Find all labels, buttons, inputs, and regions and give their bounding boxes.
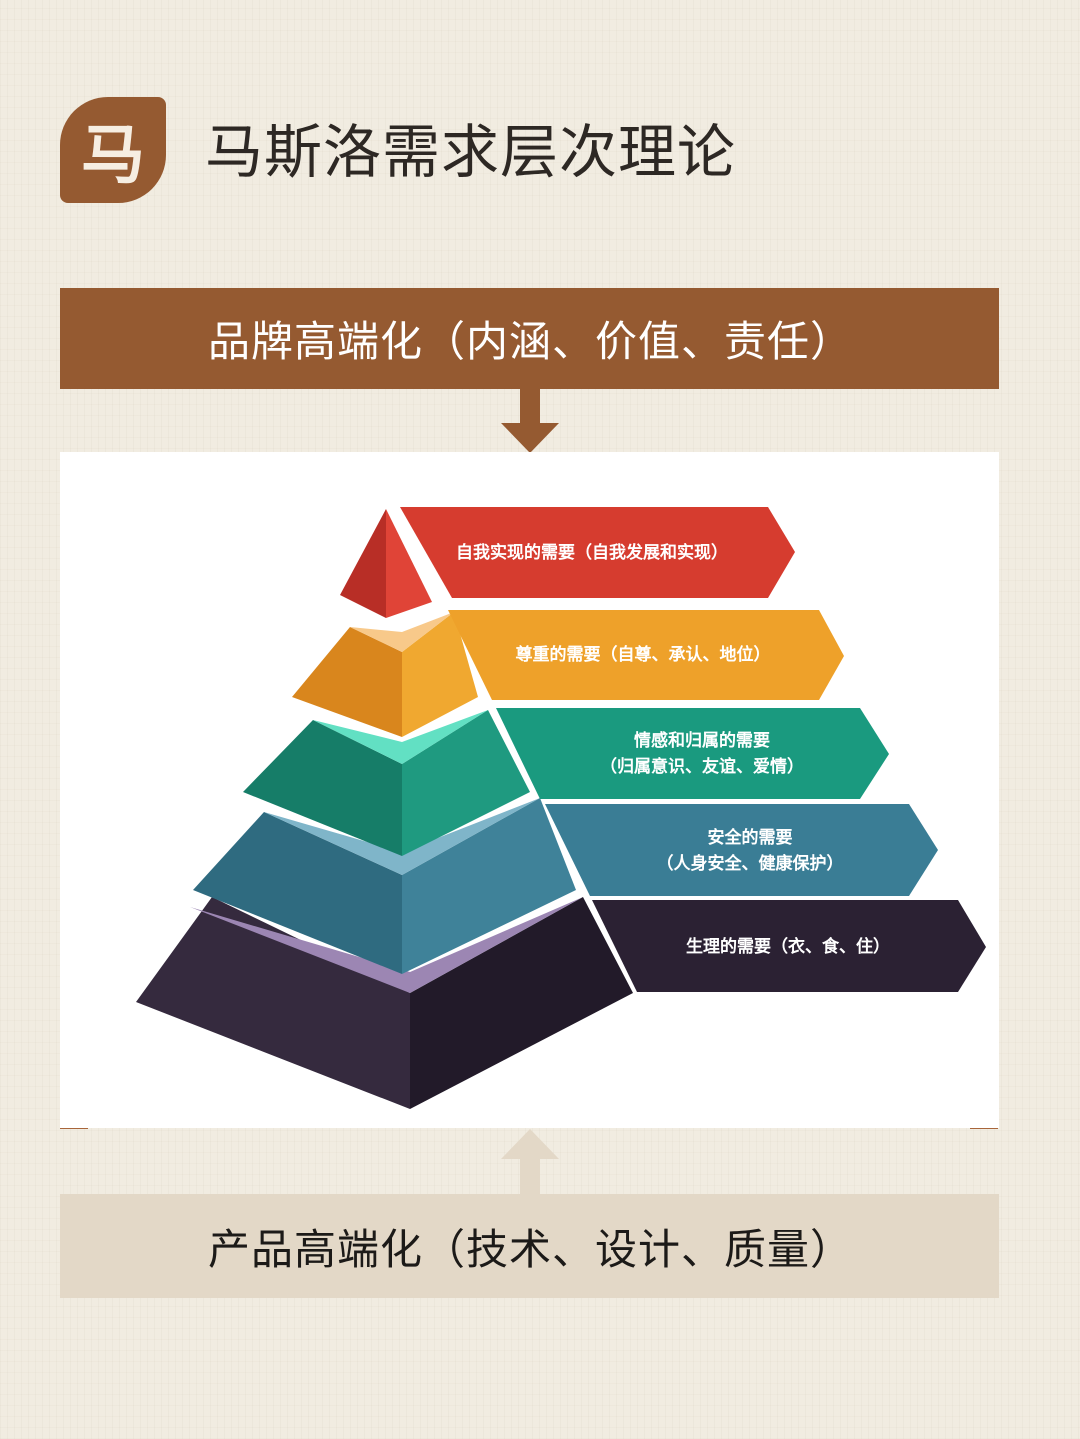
- label-safety-line1: 安全的需要: [708, 827, 793, 848]
- product-premium-text: 产品高端化（技术、设计、质量）: [208, 1224, 854, 1274]
- pyramid-level-safety: [193, 798, 576, 974]
- title-badge: 马: [60, 97, 166, 203]
- pyramid-label-arrows: [400, 507, 986, 992]
- label-esteem: 尊重的需要（自尊、承认、地位）: [516, 644, 771, 665]
- pyramid-level-self-actualization: [340, 509, 432, 618]
- label-safety-line2: （人身安全、健康保护）: [657, 853, 844, 874]
- page-title: 马斯洛需求层次理论: [205, 118, 737, 186]
- maslow-pyramid: 自我实现的需要（自我发展和实现） 尊重的需要（自尊、承认、地位） 情感和归属的需…: [136, 507, 986, 1109]
- label-physiological: 生理的需要（衣、食、住）: [686, 936, 890, 957]
- label-belonging-line1: 情感和归属的需要: [634, 730, 770, 751]
- pyramid-panel: 自我实现的需要（自我发展和实现） 尊重的需要（自尊、承认、地位） 情感和归属的需…: [60, 452, 999, 1128]
- label-belonging-line2: （归属意识、友谊、爱情）: [600, 756, 804, 777]
- label-self-actualization: 自我实现的需要（自我发展和实现）: [456, 542, 728, 563]
- arrow-down-icon: [501, 389, 559, 453]
- brand-premium-text: 品牌高端化（内涵、价值、责任）: [208, 317, 854, 366]
- arrow-up-icon: [501, 1129, 559, 1195]
- product-premium-banner: 产品高端化（技术、设计、质量）: [60, 1194, 999, 1298]
- pyramid-level-physiological: [136, 897, 633, 1109]
- brand-premium-banner: 品牌高端化（内涵、价值、责任）: [60, 288, 999, 389]
- pyramid-level-belonging: [243, 710, 530, 856]
- title-badge-char: 马: [81, 119, 145, 193]
- pyramid-level-esteem: [292, 612, 478, 737]
